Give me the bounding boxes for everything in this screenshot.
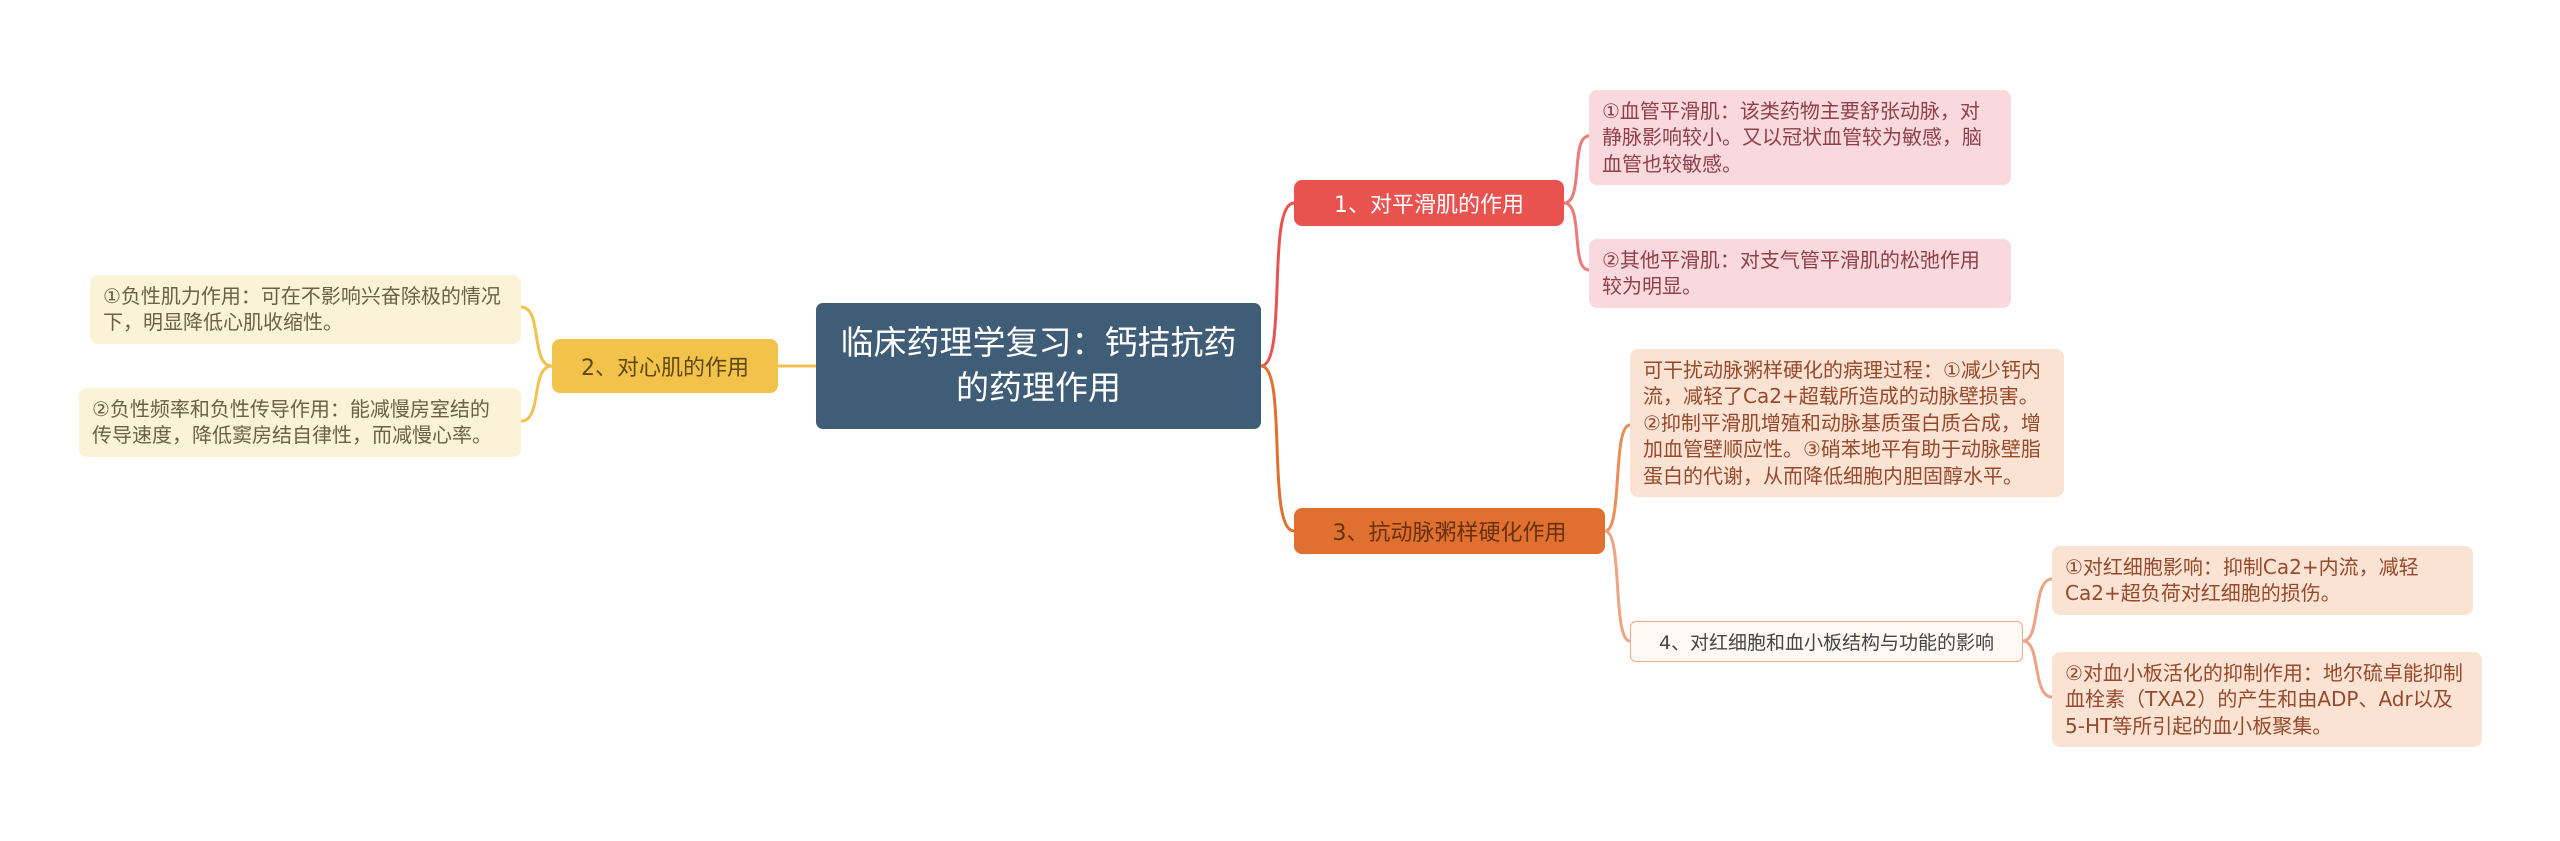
note-rbc-effect[interactable]: ①对红细胞影响：抑制Ca2+内流，减轻Ca2+超负荷对红细胞的损伤。 <box>2052 546 2473 615</box>
note-negative-inotropy-text: ①负性肌力作用：可在不影响兴奋除极的情况下，明显降低心肌收缩性。 <box>103 284 501 335</box>
central-topic-label: 临床药理学复习：钙拮抗药的药理作用 <box>840 323 1237 407</box>
subtopic-node-rbc-platelet[interactable]: 4、对红细胞和血小板结构与功能的影响 <box>1630 621 2023 662</box>
note-platelet-inhibition-text: ②对血小板活化的抑制作用：地尔硫卓能抑制血栓素（TXA2）的产生和由ADP、Ad… <box>2065 661 2463 738</box>
connector-subtopic4-to-note2 <box>2021 639 2054 699</box>
note-negative-chronotropy-text: ②负性频率和负性传导作用：能减慢房室结的传导速度，降低窦房结自律性，而减慢心率。 <box>92 397 492 448</box>
subtopic-rbc-platelet-label: 4、对红细胞和血小板结构与功能的影响 <box>1658 632 1995 654</box>
note-other-smooth-muscle[interactable]: ②其他平滑肌：对支气管平滑肌的松弛作用较为明显。 <box>1589 239 2011 308</box>
branch-node-smooth-muscle[interactable]: 1、对平滑肌的作用 <box>1294 180 1564 226</box>
note-vascular-smooth-muscle[interactable]: ①血管平滑肌：该类药物主要舒张动脉，对静脉影响较小。又以冠状血管较为敏感，脑血管… <box>1589 90 2011 186</box>
note-vascular-smooth-muscle-text: ①血管平滑肌：该类药物主要舒张动脉，对静脉影响较小。又以冠状血管较为敏感，脑血管… <box>1602 99 1982 176</box>
connector-atherosclerosis-to-subtopic4 <box>1603 529 1632 643</box>
note-atherosclerosis-detail-text: 可干扰动脉粥样硬化的病理过程：①减少钙内流，减轻了Ca2+超载所造成的动脉壁损害… <box>1643 358 2041 488</box>
note-negative-chronotropy[interactable]: ②负性频率和负性传导作用：能减慢房室结的传导速度，降低窦房结自律性，而减慢心率。 <box>79 388 521 457</box>
branch-smooth-muscle-label: 1、对平滑肌的作用 <box>1334 193 1524 218</box>
connector-myocardium-to-note1 <box>519 305 554 368</box>
note-rbc-effect-text: ①对红细胞影响：抑制Ca2+内流，减轻Ca2+超负荷对红细胞的损伤。 <box>2065 555 2419 606</box>
note-other-smooth-muscle-text: ②其他平滑肌：对支气管平滑肌的松弛作用较为明显。 <box>1602 248 1980 299</box>
note-atherosclerosis-detail[interactable]: 可干扰动脉粥样硬化的病理过程：①减少钙内流，减轻了Ca2+超载所造成的动脉壁损害… <box>1630 349 2064 497</box>
connector-smooth-muscle-to-note1 <box>1562 134 1591 205</box>
note-platelet-inhibition[interactable]: ②对血小板活化的抑制作用：地尔硫卓能抑制血栓素（TXA2）的产生和由ADP、Ad… <box>2052 652 2482 748</box>
branch-node-atherosclerosis[interactable]: 3、抗动脉粥样硬化作用 <box>1294 508 1605 554</box>
connector-atherosclerosis-to-detail <box>1603 423 1632 533</box>
branch-myocardium-label: 2、对心肌的作用 <box>581 356 749 381</box>
connector-central-to-atherosclerosis <box>1259 364 1296 533</box>
note-negative-inotropy[interactable]: ①负性肌力作用：可在不影响兴奋除极的情况下，明显降低心肌收缩性。 <box>90 275 521 344</box>
connector-subtopic4-to-note1 <box>2021 577 2054 643</box>
connector-myocardium-to-note2 <box>519 364 554 423</box>
connector-central-to-smooth-muscle <box>1259 201 1296 368</box>
central-topic-node[interactable]: 临床药理学复习：钙拮抗药的药理作用 <box>816 303 1261 429</box>
connector-smooth-muscle-to-note2 <box>1562 201 1591 272</box>
branch-atherosclerosis-label: 3、抗动脉粥样硬化作用 <box>1332 521 1567 546</box>
branch-node-myocardium[interactable]: 2、对心肌的作用 <box>552 339 778 393</box>
